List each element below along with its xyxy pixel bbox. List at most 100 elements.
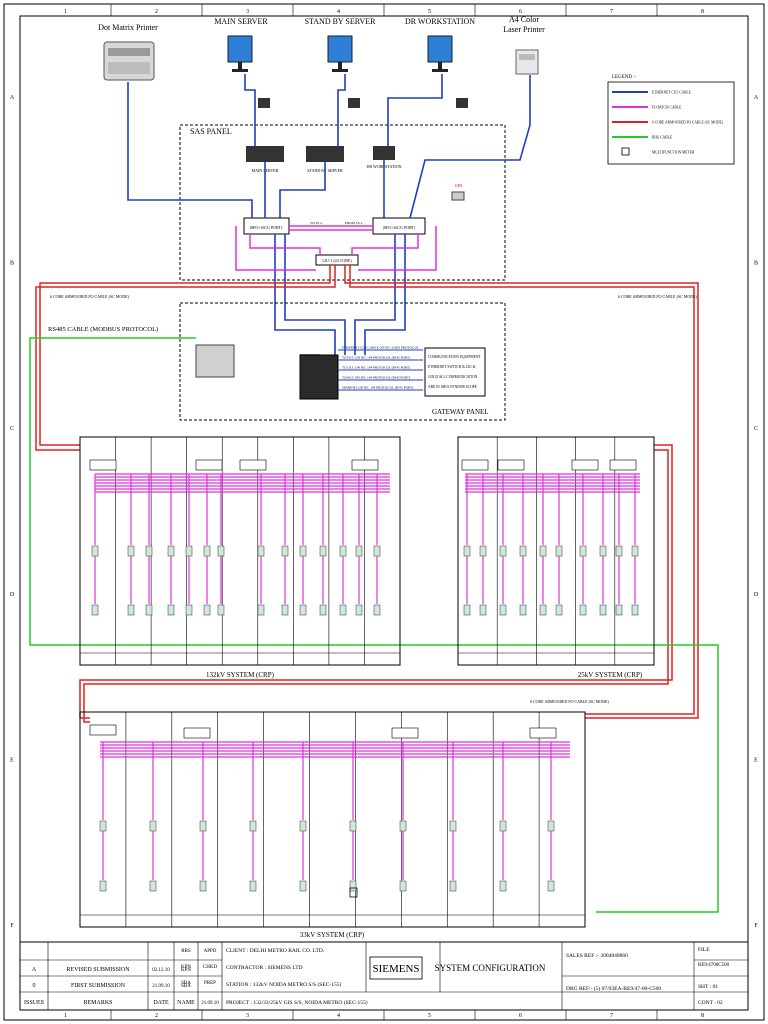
remarks-a: REVISED SUBMISSION — [66, 967, 130, 973]
sas-panel-title: SAS PANEL — [190, 127, 232, 136]
laser-printer-label-2: Laser Printer — [503, 25, 545, 34]
dr-workstation-monitor: DR WORKSTATION — [405, 17, 475, 72]
grid-row-label: F — [754, 923, 758, 929]
gateway-line-label: ETHERNET CU5 CABLE ON IEC 61850 PROTOCOL — [342, 346, 419, 350]
relay-icon — [499, 604, 507, 616]
relay-icon — [319, 545, 327, 557]
ethernet-switch-2-label: (8FO+16CU PORT) — [383, 225, 416, 230]
ethernet-switch — [461, 459, 489, 471]
relay-icon — [299, 820, 307, 832]
ethernet-switch — [183, 727, 211, 739]
monitor-icon — [327, 35, 353, 63]
grid-row-label: A — [10, 95, 15, 101]
relay-icon — [149, 820, 157, 832]
gateway-line-label: TO DCC ON IEC 104 PROTOCOL (RJ45 PORT) — [342, 356, 410, 360]
ethernet-switch — [609, 459, 637, 471]
siemens-logo-text: SIEMENS — [372, 963, 419, 975]
relay-icon — [339, 545, 347, 557]
fo-label-right: 6 CORE ARMOURED FO CABLE (SC MODE) — [618, 294, 698, 299]
relay-icon — [349, 820, 357, 832]
relay-icon — [299, 604, 307, 616]
relay-icon — [373, 545, 381, 557]
grid-col-label: 1 — [64, 9, 67, 15]
relay-icon — [499, 880, 507, 892]
standby-server-monitor: STAND BY SERVER — [305, 17, 376, 72]
dr-workstation-unit — [373, 146, 395, 160]
relay-icon — [631, 545, 639, 557]
grid-row-label: A — [754, 95, 759, 101]
relay-icon — [547, 820, 555, 832]
ethernet-cables-top — [127, 74, 531, 356]
legend-box — [607, 81, 735, 165]
fo-label-left: 6 CORE ARMOURED FO CABLE (SC MODE) — [50, 294, 130, 299]
name-0: SBA — [181, 984, 191, 989]
relay-icon — [149, 880, 157, 892]
gateway-device — [195, 344, 235, 378]
date-a: 02.12.10 — [152, 968, 170, 973]
main-server-monitor: MAIN SERVER — [214, 17, 268, 72]
crp-content — [79, 437, 655, 927]
relay-icon — [127, 545, 135, 557]
gateway-note-line: ETHERNET SWITCH & LIU & — [428, 365, 476, 369]
relay-icon — [249, 820, 257, 832]
relay-icon — [99, 820, 107, 832]
relay-icon — [355, 604, 363, 616]
crp-33kv-box — [79, 711, 586, 928]
relay-icon — [199, 820, 207, 832]
relay-icon — [185, 545, 193, 557]
relay-icon — [519, 545, 527, 557]
relay-icon — [299, 880, 307, 892]
relay-icon — [519, 604, 527, 616]
header-date: DATE — [153, 1000, 169, 1006]
ethernet-switch — [351, 459, 379, 471]
relay-icon — [615, 604, 623, 616]
system-25kv-label: 25kV SYSTEM (CRP) — [578, 671, 643, 679]
relay-icon — [499, 545, 507, 557]
gateway-note-line: GOLD ALL COMMUNICATION — [428, 375, 478, 379]
relay-icon — [257, 545, 265, 557]
relay-icon — [349, 880, 357, 892]
relay-icon — [599, 604, 607, 616]
relay-icon — [449, 880, 457, 892]
relay-icon — [539, 545, 547, 557]
relay-icon — [319, 604, 327, 616]
sheet-number: SHT : 01 — [698, 984, 718, 990]
legend-label: MULTIFUNCTION METER — [652, 151, 695, 155]
relay-icon — [203, 545, 211, 557]
sales-ref: SALES REF :- 3004848860 — [566, 953, 628, 959]
drawing-title: SYSTEM CONFIGURATION — [435, 963, 546, 973]
relay-icon — [257, 604, 265, 616]
ethernet-switch — [529, 727, 557, 739]
gateway-line-label: TO OCC ON IEC 104 PROTOCOL (RJ45 PORT) — [342, 366, 410, 370]
gateway-note-line: ARE IN SHIA VENDOR SCOPE — [428, 385, 478, 389]
role-chkd: CHKD — [203, 965, 218, 970]
relay-icon — [249, 880, 257, 892]
grid-row-label: B — [754, 261, 758, 267]
grid-col-label: 3 — [246, 1013, 249, 1019]
grid-col-label: 8 — [701, 9, 704, 15]
relay-icon — [199, 880, 207, 892]
title-block: A REVISED SUBMISSION 02.12.10 KPN 0 FIRS… — [19, 941, 749, 1011]
grid-row-label: D — [754, 592, 759, 598]
monitor-icon — [427, 35, 453, 63]
client: CLIENT : DELHI METRO RAIL CO. LTD. — [226, 948, 325, 954]
grid-row-label: F — [10, 923, 14, 929]
ethernet-switch — [391, 727, 419, 739]
date-0: 21.09.10 — [152, 984, 170, 989]
grid-col-label: 2 — [155, 9, 158, 15]
file-number: BE9/4700C500 — [698, 963, 730, 968]
header-name: NAME — [177, 1000, 195, 1006]
grid-col-label: 5 — [428, 1013, 431, 1019]
irig-cable — [29, 337, 719, 913]
rs485-label: RS485 CABLE (MODBUS PROTOCOL) — [48, 326, 158, 333]
relay-icon — [615, 545, 623, 557]
grid-col-label: 2 — [155, 1013, 158, 1019]
relay-icon — [555, 545, 563, 557]
cpu-icon — [348, 98, 360, 108]
ethernet-switch — [195, 459, 223, 471]
cont-number: CONT : 02 — [698, 1000, 723, 1006]
grid-row-label: E — [10, 758, 14, 764]
relay-icon — [217, 545, 225, 557]
grid-col-label: 4 — [337, 1013, 340, 1019]
